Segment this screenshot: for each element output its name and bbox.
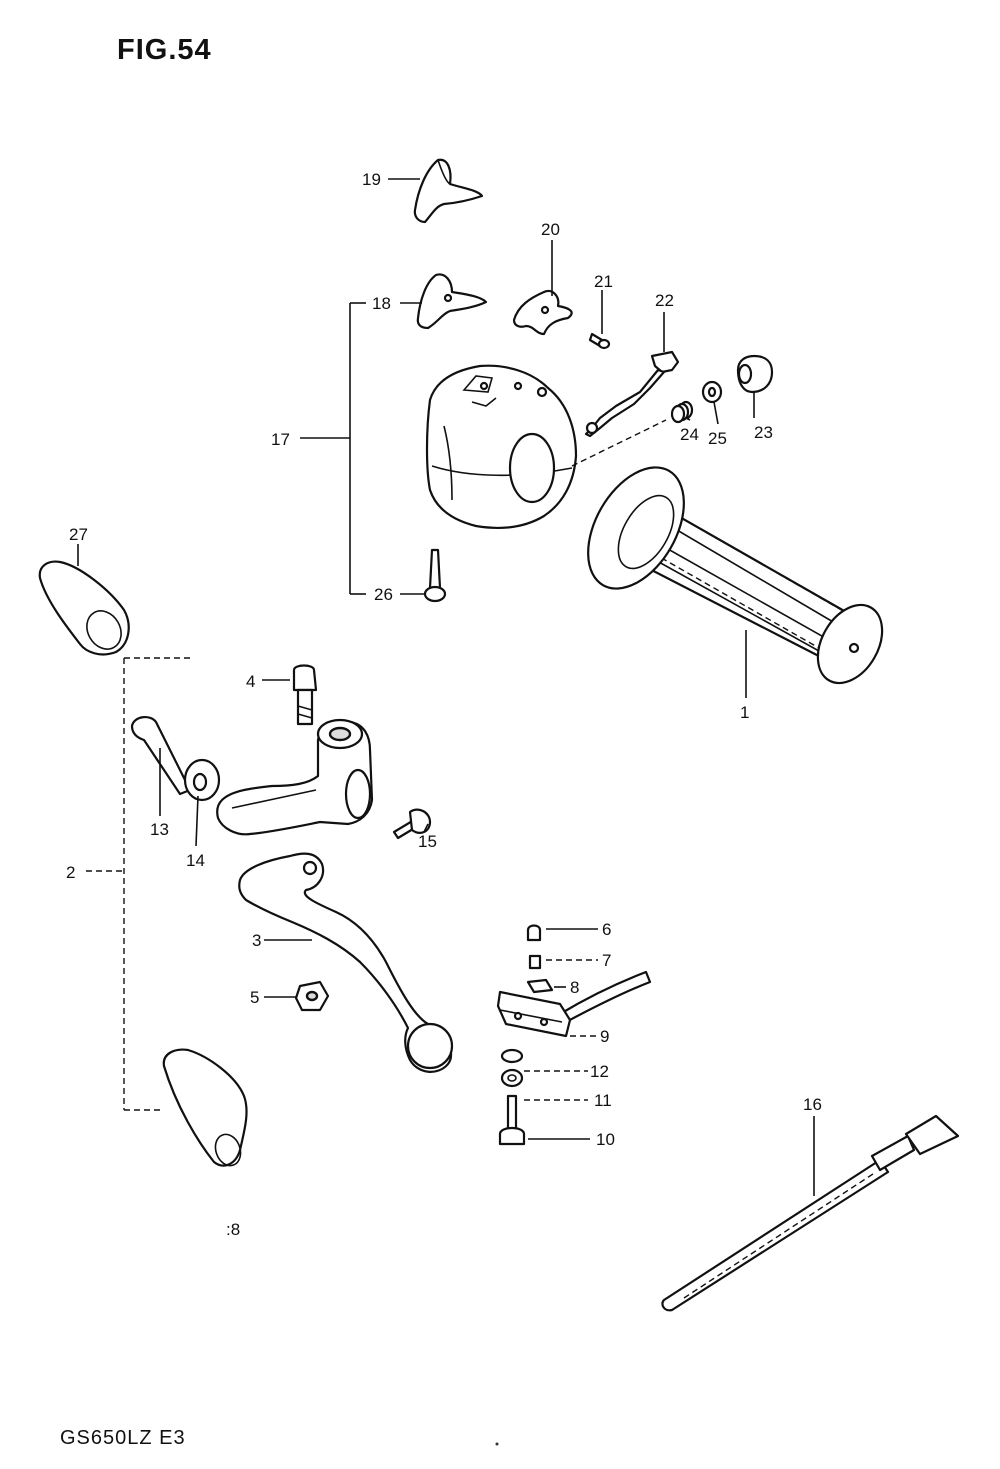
callout-14: 14 xyxy=(186,851,205,870)
callout-labels: 19 20 21 22 18 17 24 25 23 27 26 4 1 13 … xyxy=(66,170,822,1239)
callout-18: 18 xyxy=(372,294,391,313)
callout-3: 3 xyxy=(252,931,261,950)
part-9-switch-body[interactable] xyxy=(496,990,572,1038)
callout-1: 1 xyxy=(740,703,749,722)
callout-5: 5 xyxy=(250,988,259,1007)
part-3-clutch-lever[interactable] xyxy=(238,852,454,1073)
callout-21: 21 xyxy=(594,272,613,291)
callout-20: 20 xyxy=(541,220,560,239)
leader-lines xyxy=(77,178,815,1196)
callout-6: 6 xyxy=(602,920,611,939)
callout-16: 16 xyxy=(803,1095,822,1114)
part-4-pivot-bolt[interactable] xyxy=(292,664,318,726)
callout-7: 7 xyxy=(602,951,611,970)
callout-12: 12 xyxy=(590,1062,609,1081)
callout-9: 9 xyxy=(600,1027,609,1046)
part-23-knob[interactable] xyxy=(736,354,774,394)
part-21-screw[interactable] xyxy=(588,332,611,350)
callout-24: 24 xyxy=(680,425,699,444)
callout-22: 22 xyxy=(655,291,674,310)
callout-25: 25 xyxy=(708,429,727,448)
callout-8: 8 xyxy=(570,978,579,997)
callout-4: 4 xyxy=(246,672,255,691)
part-15-screw[interactable] xyxy=(392,808,432,840)
part-22-lever[interactable] xyxy=(584,350,680,438)
part-11-washer[interactable] xyxy=(500,1068,524,1088)
part-13-bolt[interactable] xyxy=(130,716,192,796)
callout-19: 19 xyxy=(362,170,381,189)
stray-dot xyxy=(495,1442,499,1446)
callout-17: 17 xyxy=(271,430,290,449)
callout-11: 11 xyxy=(594,1091,612,1110)
lever-holder-bracket[interactable] xyxy=(216,718,374,836)
model-code: GS650LZ E3 xyxy=(60,1427,186,1449)
part-18-switch-cover[interactable] xyxy=(416,273,488,330)
figure-title: FIG.54 xyxy=(117,34,212,66)
part-7-spring[interactable] xyxy=(528,954,542,970)
part-16-cable-tie[interactable] xyxy=(661,1114,960,1312)
part-1-handlebar-grip[interactable] xyxy=(568,451,895,695)
part-20-switch-knob[interactable] xyxy=(512,289,573,336)
part-17-switch-housing[interactable] xyxy=(425,364,578,529)
callout-27: 27 xyxy=(69,525,88,544)
callout-23: 23 xyxy=(754,423,773,442)
part-26-screw[interactable] xyxy=(423,548,447,603)
callout-26: 26 xyxy=(374,585,393,604)
callout-13: 13 xyxy=(150,820,169,839)
part-10-screw[interactable] xyxy=(498,1094,526,1146)
part-8-switch-wire[interactable] xyxy=(526,970,652,1024)
part-25-washer[interactable] xyxy=(701,380,723,404)
part-19-switch-cover[interactable] xyxy=(413,158,484,224)
part-12-washer[interactable] xyxy=(500,1048,524,1064)
stray-mark: :8 xyxy=(226,1220,240,1239)
part-14-washer[interactable] xyxy=(183,758,221,802)
callout-15: 15 xyxy=(418,832,437,851)
callout-2: 2 xyxy=(66,863,75,882)
part-24-spring[interactable] xyxy=(670,400,694,424)
part-6-cap[interactable] xyxy=(526,924,542,942)
part-27-cover[interactable] xyxy=(38,560,130,656)
part-5-nut[interactable] xyxy=(294,980,330,1012)
part-2-cover-lower[interactable] xyxy=(162,1048,248,1170)
callout-10: 10 xyxy=(596,1130,615,1149)
